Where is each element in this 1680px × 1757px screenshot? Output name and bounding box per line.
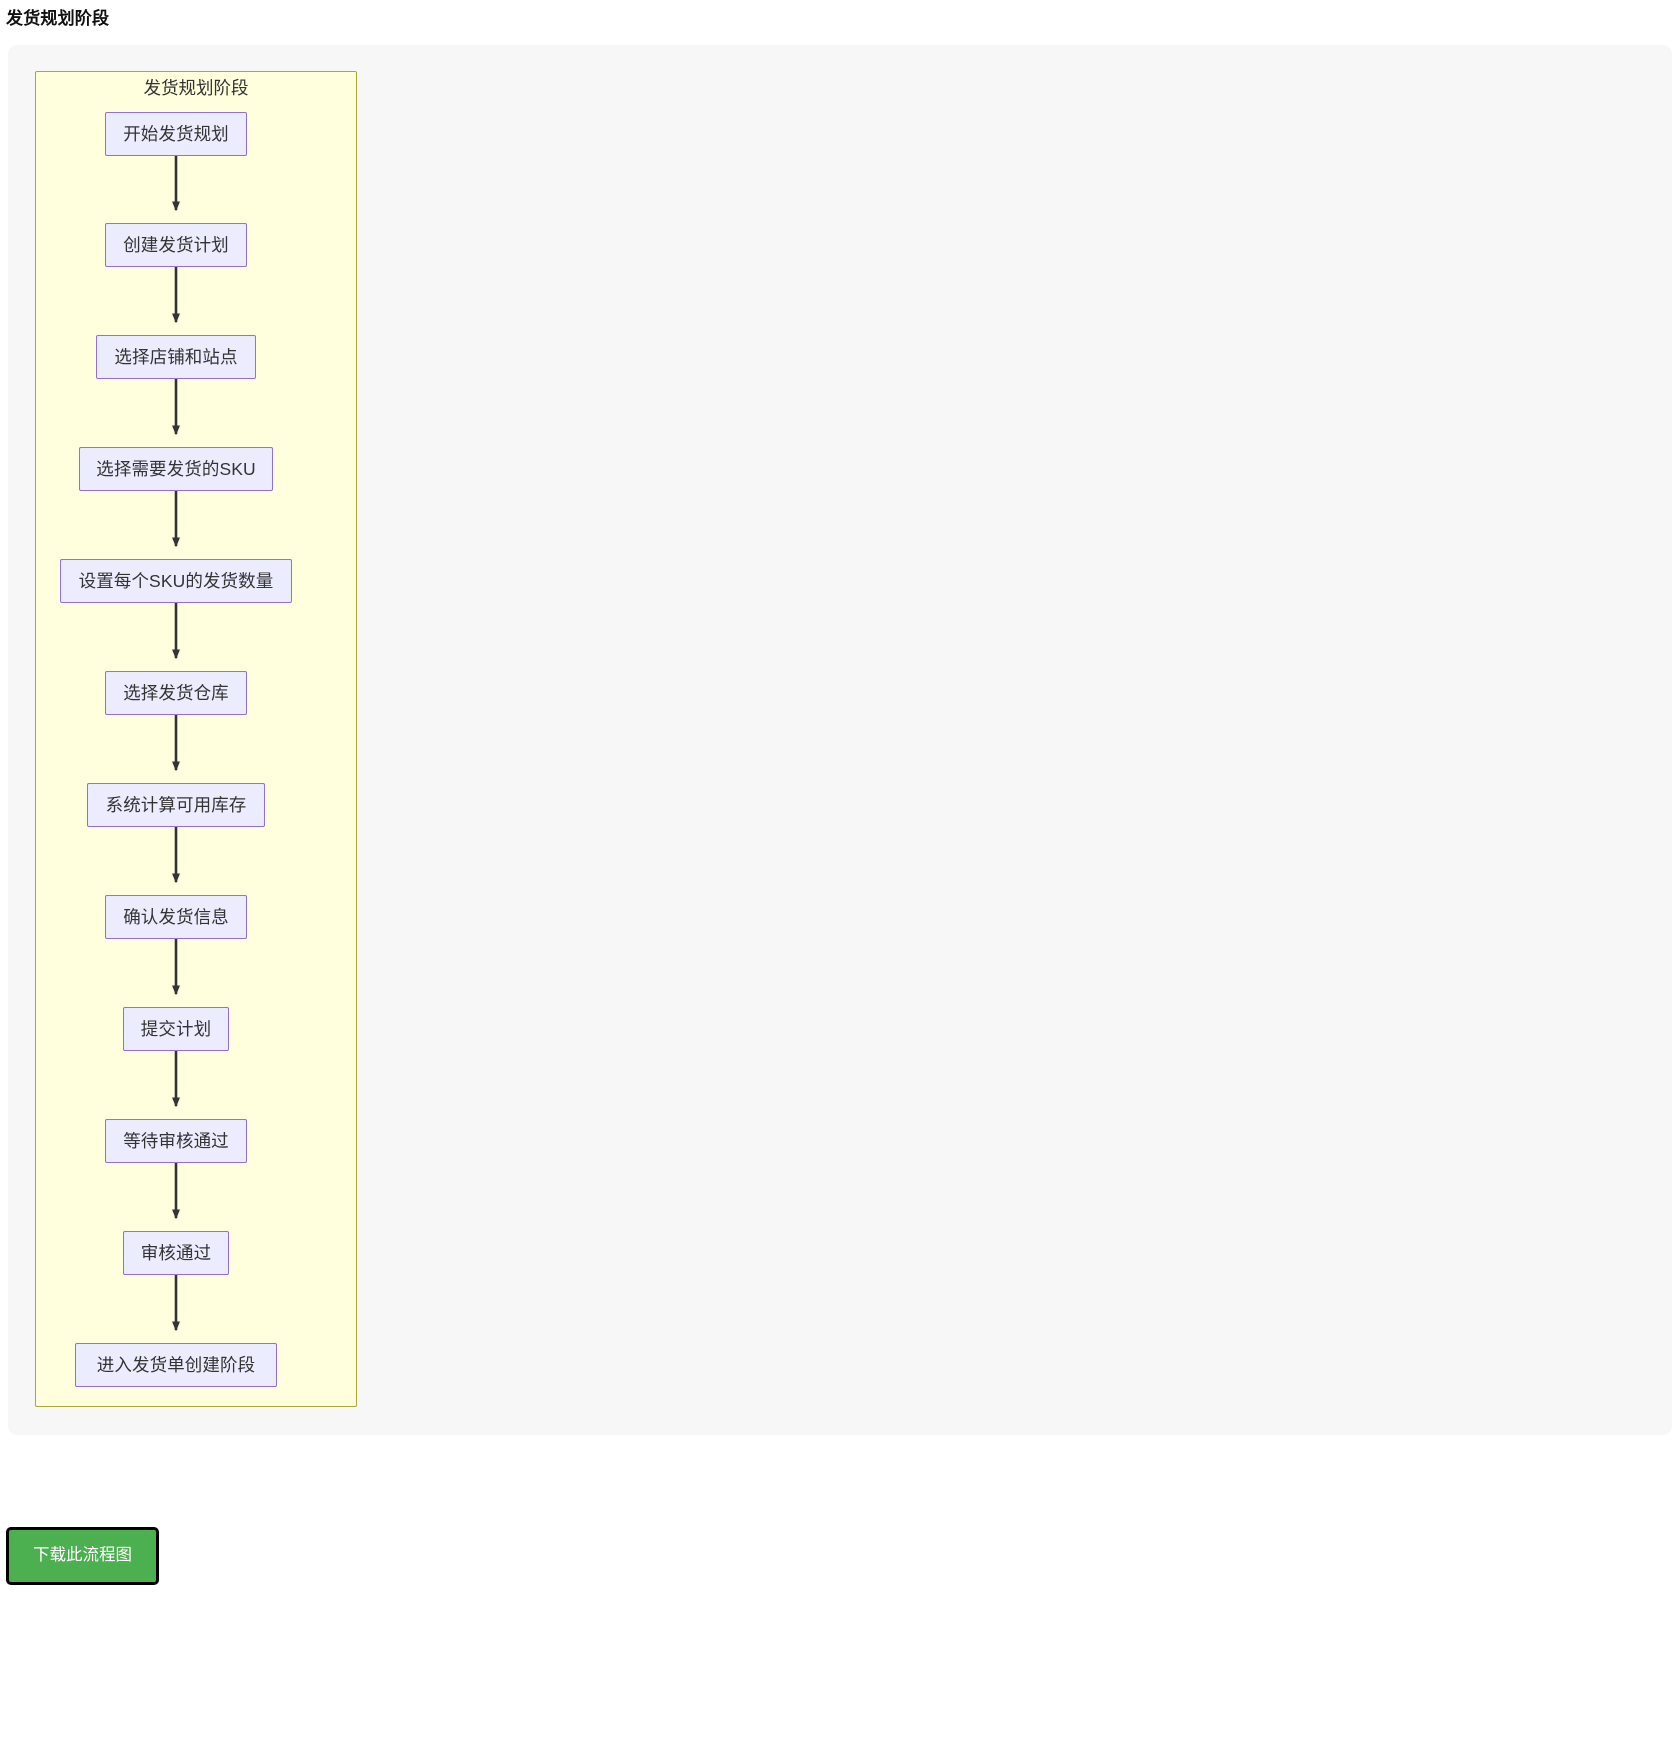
- subgraph-container: 发货规划阶段: [35, 71, 357, 1408]
- flow-node-submit-plan[interactable]: 提交计划: [123, 1007, 229, 1052]
- flow-nodes: 开始发货规划 创建发货计划 选择店铺和站点 选择需要发货的SKU 设置每个SKU…: [8, 45, 1672, 1435]
- subgraph-label: 发货规划阶段: [143, 78, 249, 99]
- page-title: 发货规划阶段: [6, 9, 110, 28]
- download-flowchart-button[interactable]: 下载此流程图: [6, 1527, 159, 1585]
- flow-node-set-sku-quantity[interactable]: 设置每个SKU的发货数量: [60, 559, 292, 604]
- flow-node-select-warehouse[interactable]: 选择发货仓库: [105, 671, 247, 716]
- flow-node-approved[interactable]: 审核通过: [123, 1231, 229, 1276]
- flow-node-create-shipment-plan[interactable]: 创建发货计划: [105, 223, 247, 268]
- flow-node-select-sku[interactable]: 选择需要发货的SKU: [79, 447, 273, 492]
- flow-node-confirm-shipment-info[interactable]: 确认发货信息: [105, 895, 247, 940]
- flow-node-enter-shipment-order-stage[interactable]: 进入发货单创建阶段: [75, 1343, 277, 1388]
- flow-node-wait-for-approval[interactable]: 等待审核通过: [105, 1119, 247, 1164]
- flow-node-start-shipment-plan[interactable]: 开始发货规划: [105, 112, 247, 157]
- diagram-panel: 发货规划阶段 开始发货规划 创建发货计划 选择店铺和站点 选择需要发货的SKU: [8, 45, 1672, 1436]
- flow-node-calculate-available-stock[interactable]: 系统计算可用库存: [87, 783, 265, 828]
- action-bar: 下载此流程图: [0, 1435, 1680, 1585]
- flow-node-select-store-site[interactable]: 选择店铺和站点: [96, 335, 256, 380]
